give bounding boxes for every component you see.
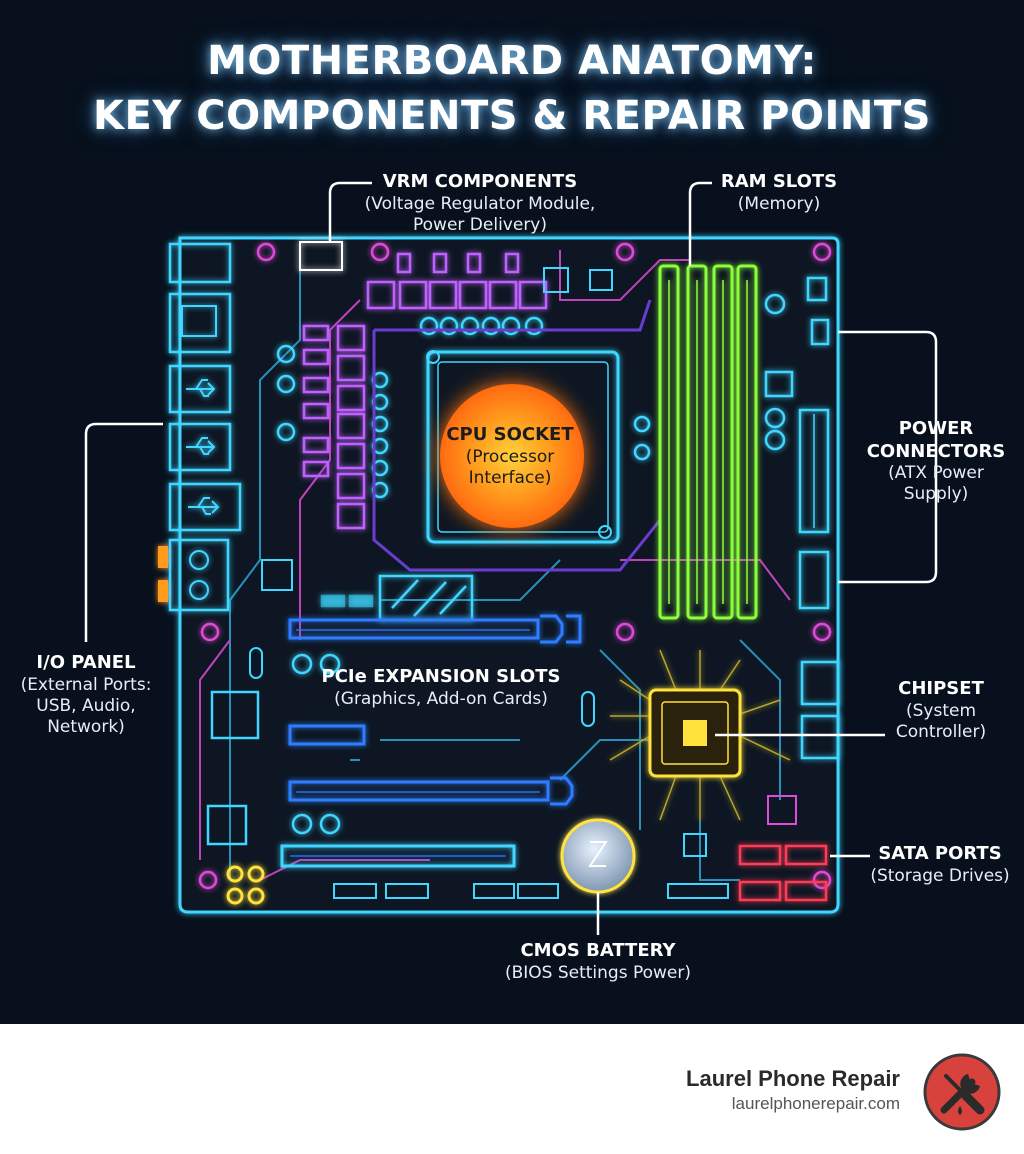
sata-sub-1: (Storage Drives) (870, 865, 1010, 886)
cmos-heading: CMOS BATTERY (520, 940, 676, 961)
leader-lines (84, 181, 938, 935)
vrm-label: VRM COMPONENTS (Voltage Regulator Module… (340, 171, 620, 236)
power-connectors (764, 276, 830, 610)
footer: Laurel Phone Repair laurelphonerepair.co… (0, 1024, 1024, 1154)
usb-icon (168, 422, 232, 472)
power-sub-1: (ATX Power (888, 463, 984, 483)
brand-name: Laurel Phone Repair (686, 1066, 900, 1091)
vrm-sub-1: (Voltage Regulator Module, (364, 193, 596, 214)
io-sub-2: USB, Audio, (36, 695, 136, 716)
io-sub-3: Network) (47, 717, 125, 737)
power-heading-2: CONNECTORS (866, 440, 1006, 462)
cpu-socket (372, 299, 662, 572)
io-panel (158, 242, 242, 612)
pcie-slots (280, 614, 582, 868)
chipset-sub-2: Controller) (895, 721, 987, 742)
cpu-label: CPU SOCKET (Processor Interface) (420, 424, 600, 489)
cpu-sub-1: (Processor (465, 446, 555, 467)
io-sub-1: (External Ports: (20, 674, 152, 695)
io-heading: I/O PANEL (36, 652, 136, 673)
pcie-sub-1: (Graphics, Add-on Cards) (334, 688, 548, 709)
yellow-standoffs (226, 865, 265, 905)
screwdriver-icon (944, 1074, 985, 1115)
ram-slots (658, 264, 758, 620)
sata-ports (738, 660, 840, 902)
sata-label: SATA PORTS (Storage Drives) (860, 843, 1020, 887)
page-title-line-1: MOTHERBOARD ANATOMY: (207, 38, 817, 84)
cmos-sub-1: (BIOS Settings Power) (504, 962, 692, 983)
misc-chips (206, 267, 797, 899)
io-label: I/O PANEL (External Ports: USB, Audio, N… (6, 652, 166, 738)
chipset-label: CHIPSET (System Controller) (866, 678, 1016, 743)
chipset (609, 649, 791, 821)
cmos-label: CMOS BATTERY (BIOS Settings Power) (470, 940, 726, 984)
chipset-heading: CHIPSET (898, 678, 984, 699)
chipset-sub-1: (System (905, 700, 977, 721)
circuit-traces (199, 250, 791, 881)
vrm-sub-2: Power Delivery) (413, 214, 547, 235)
mounting-holes (198, 242, 832, 890)
page-title-line-2: KEY COMPONENTS & REPAIR POINTS (93, 93, 931, 139)
vrm-heading: VRM COMPONENTS (382, 171, 578, 192)
capacitors (276, 293, 786, 835)
motherboard-illustration (84, 181, 938, 935)
usb-icon (168, 364, 232, 414)
cpu-sub-2: Interface) (468, 467, 552, 488)
cmos-battery (560, 818, 636, 894)
pcie-label: PCIe EXPANSION SLOTS (Graphics, Add-on C… (296, 666, 586, 710)
power-label: POWER CONNECTORS (ATX Power Supply) (856, 418, 1016, 506)
cpu-heading: CPU SOCKET (446, 424, 574, 445)
usb-icon (168, 482, 242, 532)
vrm-heatsink (320, 574, 474, 622)
power-heading-1: POWER (898, 418, 974, 439)
wrench-icon (940, 1074, 980, 1114)
sata-heading: SATA PORTS (878, 843, 1002, 864)
ram-label: RAM SLOTS (Memory) (704, 171, 854, 215)
ram-sub-1: (Memory) (737, 193, 821, 214)
vrm-components (299, 241, 548, 530)
brand-url: laurelphonerepair.com (731, 1094, 900, 1113)
brand-logo (923, 1053, 1001, 1131)
audio-jack-icon (158, 538, 230, 612)
pcie-heading: PCIe EXPANSION SLOTS (321, 666, 561, 687)
brand-block: Laurel Phone Repair laurelphonerepair.co… (686, 1066, 900, 1114)
power-sub-2: Supply) (903, 484, 969, 505)
ram-heading: RAM SLOTS (720, 171, 838, 192)
diagram: MOTHERBOARD ANATOMY: KEY COMPONENTS & RE… (0, 0, 1024, 1024)
